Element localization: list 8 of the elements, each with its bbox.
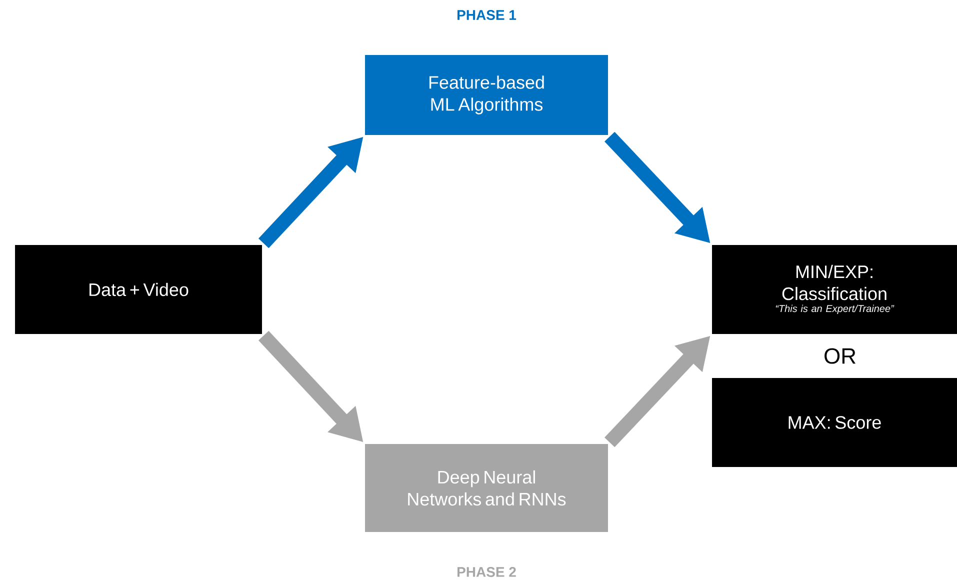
algorithm-box: Feature-based ML Algorithms [365,55,608,135]
network-box: Deep Neural Networks and RNNs [365,444,608,532]
or-label: OR [824,348,856,364]
phase-label: PHASE 2 [458,567,516,577]
result-box: MIN/EXP: Classification “This is an Expert/Trainee” [712,245,957,334]
result-box: MAX: Score [712,378,957,467]
data-box: Data + Video [15,245,262,334]
phase-label: PHASE 1 [458,10,516,20]
